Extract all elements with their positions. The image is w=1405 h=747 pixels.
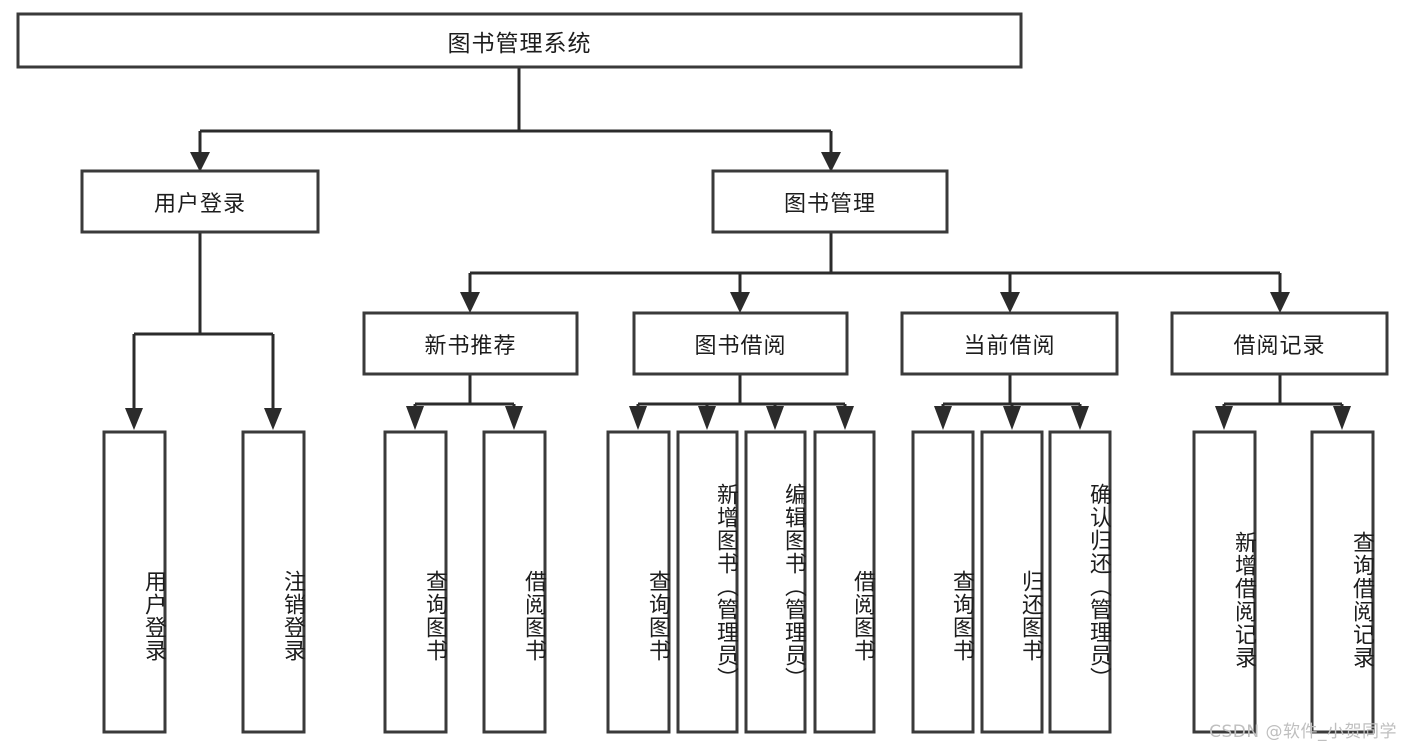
- node-borrow-records[interactable]: [1170, 311, 1389, 376]
- connector-root-to-level2: [190, 68, 841, 172]
- node-root-label: 图书管理系统: [447, 30, 592, 57]
- connector-bookborrow-to-leaves: [629, 375, 854, 430]
- leaf-label-user-login: 用户登录: [141, 570, 166, 662]
- leaf-box-query-book-2[interactable]: [606, 430, 671, 734]
- leaf-box-query-borrow-record[interactable]: [1310, 430, 1375, 734]
- leaf-box-query-book-1[interactable]: [383, 430, 448, 734]
- leaf-label-query-borrow-record: 查询借阅记录: [1349, 531, 1374, 669]
- node-new-book-recommend[interactable]: [362, 311, 579, 376]
- leaf-label-borrow-book-2: 借阅图书: [850, 570, 875, 662]
- connector-bookmgmt-to-level3: [460, 233, 1290, 313]
- leaf-box-borrow-book-1[interactable]: [482, 430, 547, 734]
- leaf-label-logout: 注销登录: [280, 570, 305, 662]
- connector-newbooks-to-leaves: [406, 375, 523, 430]
- leaf-box-query-book-3[interactable]: [911, 430, 975, 734]
- node-book-management-label: 图书管理: [783, 191, 876, 217]
- leaf-label-query-book-3: 查询图书: [949, 570, 974, 662]
- leaf-box-borrow-book-2[interactable]: [813, 430, 876, 734]
- node-new-book-recommend-label: 新书推荐: [424, 333, 517, 359]
- leaf-box-confirm-return-admin[interactable]: [1048, 430, 1112, 734]
- connector-borrowrecords-to-leaves: [1215, 375, 1351, 430]
- leaf-box-return-book[interactable]: [980, 430, 1044, 734]
- leaf-label-return-book: 归还图书: [1018, 570, 1043, 662]
- leaf-box-edit-book-admin[interactable]: [744, 430, 807, 734]
- node-user-login[interactable]: [80, 169, 320, 234]
- leaf-box-user-login[interactable]: [102, 430, 167, 734]
- leaf-box-add-borrow-record[interactable]: [1192, 430, 1257, 734]
- node-user-login-label: 用户登录: [153, 191, 246, 217]
- leaf-label-confirm-return-admin: 确认归还（管理员）: [1086, 482, 1111, 690]
- leaf-label-borrow-book-1: 借阅图书: [521, 570, 546, 662]
- leaf-box-add-book-admin[interactable]: [676, 430, 739, 734]
- node-current-borrow-label: 当前借阅: [963, 333, 1056, 359]
- leaf-label-edit-book-admin: 编辑图书（管理员）: [781, 482, 806, 690]
- leaf-label-query-book-1: 查询图书: [422, 570, 447, 662]
- node-book-borrow-label: 图书借阅: [694, 333, 787, 359]
- leaf-label-query-book-2: 查询图书: [645, 570, 670, 662]
- node-current-borrow[interactable]: [900, 311, 1119, 376]
- node-borrow-records-label: 借阅记录: [1233, 333, 1326, 359]
- connector-currentborrow-to-leaves: [934, 375, 1089, 430]
- connector-userlogin-to-leaves: [125, 233, 282, 430]
- leaf-box-logout[interactable]: [241, 430, 306, 734]
- node-book-borrow[interactable]: [632, 311, 849, 376]
- node-root[interactable]: [16, 12, 1023, 69]
- node-book-management[interactable]: [711, 169, 949, 234]
- leaf-label-add-book-admin: 新增图书（管理员）: [713, 482, 738, 690]
- leaf-label-add-borrow-record: 新增借阅记录: [1231, 531, 1256, 669]
